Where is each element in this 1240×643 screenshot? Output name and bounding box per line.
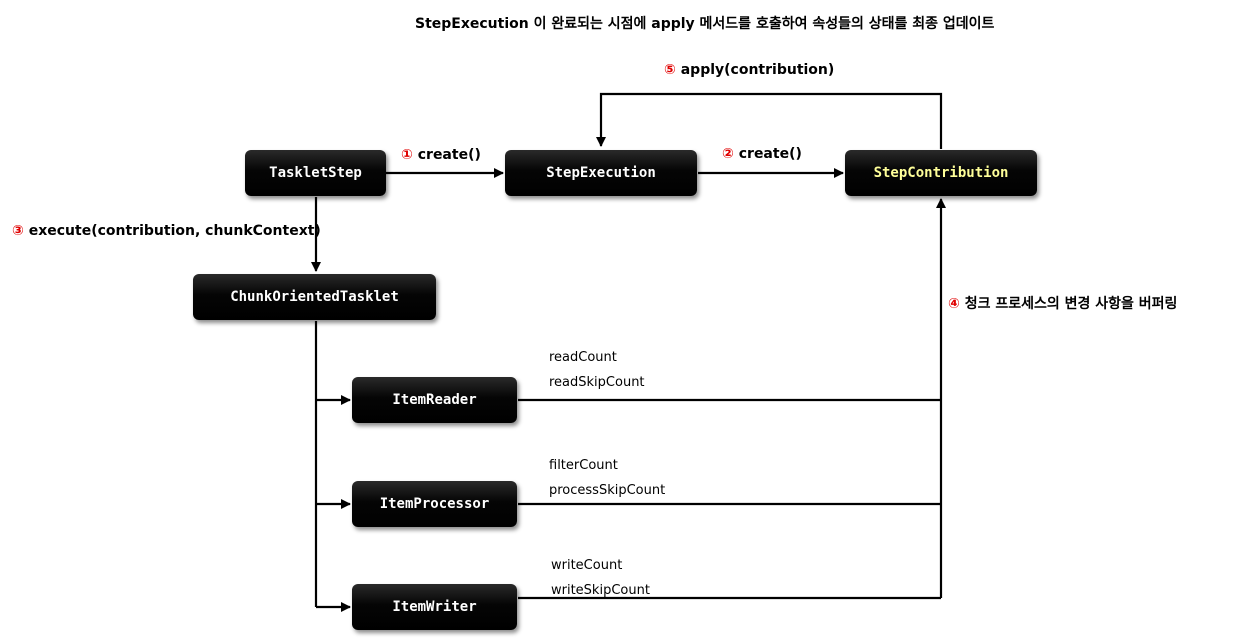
label-buffer-text: 청크 프로세스의 변경 사항을 버퍼링 <box>964 296 1178 312</box>
label-filter-count: filterCount <box>549 458 618 473</box>
label-execute: ③ execute(contribution, chunkContext) <box>12 222 321 240</box>
label-create-2: ② create() <box>722 145 802 163</box>
label-create-2-text: create() <box>738 146 802 162</box>
step-number-3: ③ <box>12 223 24 239</box>
step-number-4: ④ <box>948 296 960 312</box>
node-item-writer: ItemWriter <box>352 584 517 630</box>
step-number-5: ⑤ <box>664 62 676 78</box>
node-chunk-oriented-tasklet: ChunkOrientedTasklet <box>193 274 436 320</box>
label-process-skip-count: processSkipCount <box>549 483 666 498</box>
label-apply: ⑤ apply(contribution) <box>664 61 834 79</box>
node-item-reader: ItemReader <box>352 377 517 423</box>
label-read-skip-count: readSkipCount <box>549 375 645 390</box>
node-step-execution: StepExecution <box>505 150 697 196</box>
diagram-title: StepExecution 이 완료되는 시점에 apply 메서드를 호출하여… <box>415 16 995 32</box>
label-buffer: ④ 청크 프로세스의 변경 사항을 버퍼링 <box>948 295 1177 313</box>
node-tasklet-step: TaskletStep <box>245 150 386 196</box>
label-write-skip-count: writeSkipCount <box>551 583 650 598</box>
step-number-2: ② <box>722 146 734 162</box>
edge-apply-contribution <box>596 92 943 149</box>
node-item-processor: ItemProcessor <box>352 481 517 527</box>
label-create-1-text: create() <box>417 147 481 163</box>
label-execute-text: execute(contribution, chunkContext) <box>28 223 321 239</box>
label-apply-text: apply(contribution) <box>680 62 835 78</box>
node-step-contribution: StepContribution <box>845 150 1037 196</box>
label-read-count: readCount <box>549 350 617 365</box>
label-create-1: ① create() <box>401 146 481 164</box>
step-number-1: ① <box>401 147 413 163</box>
label-write-count: writeCount <box>551 558 623 573</box>
